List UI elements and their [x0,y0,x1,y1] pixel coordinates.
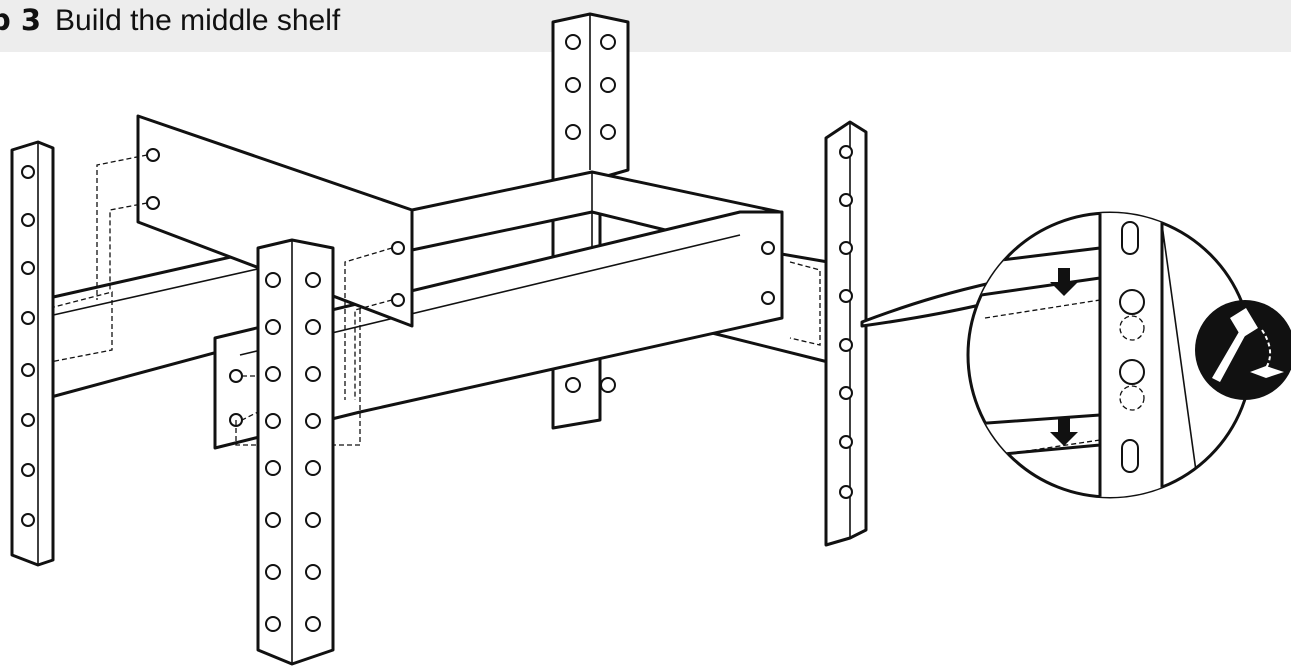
left-post-holes [21,165,35,527]
detail-callout [966,211,1254,499]
mallet-icon [1195,300,1291,400]
front-post-holes [265,272,321,632]
front-beam [213,210,784,450]
right-post [824,120,868,547]
front-post [256,238,335,666]
step-title: Build the middle shelf [55,4,341,37]
left-post [10,140,55,567]
arrow-down-icon-2 [1050,418,1078,446]
step-number: p 3 [0,3,42,37]
back-post-holes [565,34,616,393]
right-post-holes [839,145,853,499]
arrow-down-icon [1050,268,1078,296]
step-heading: p 3 Build the middle shelf [0,2,340,39]
left-side-beam [96,114,414,400]
header-bar: p 3 Build the middle shelf [0,0,1291,52]
